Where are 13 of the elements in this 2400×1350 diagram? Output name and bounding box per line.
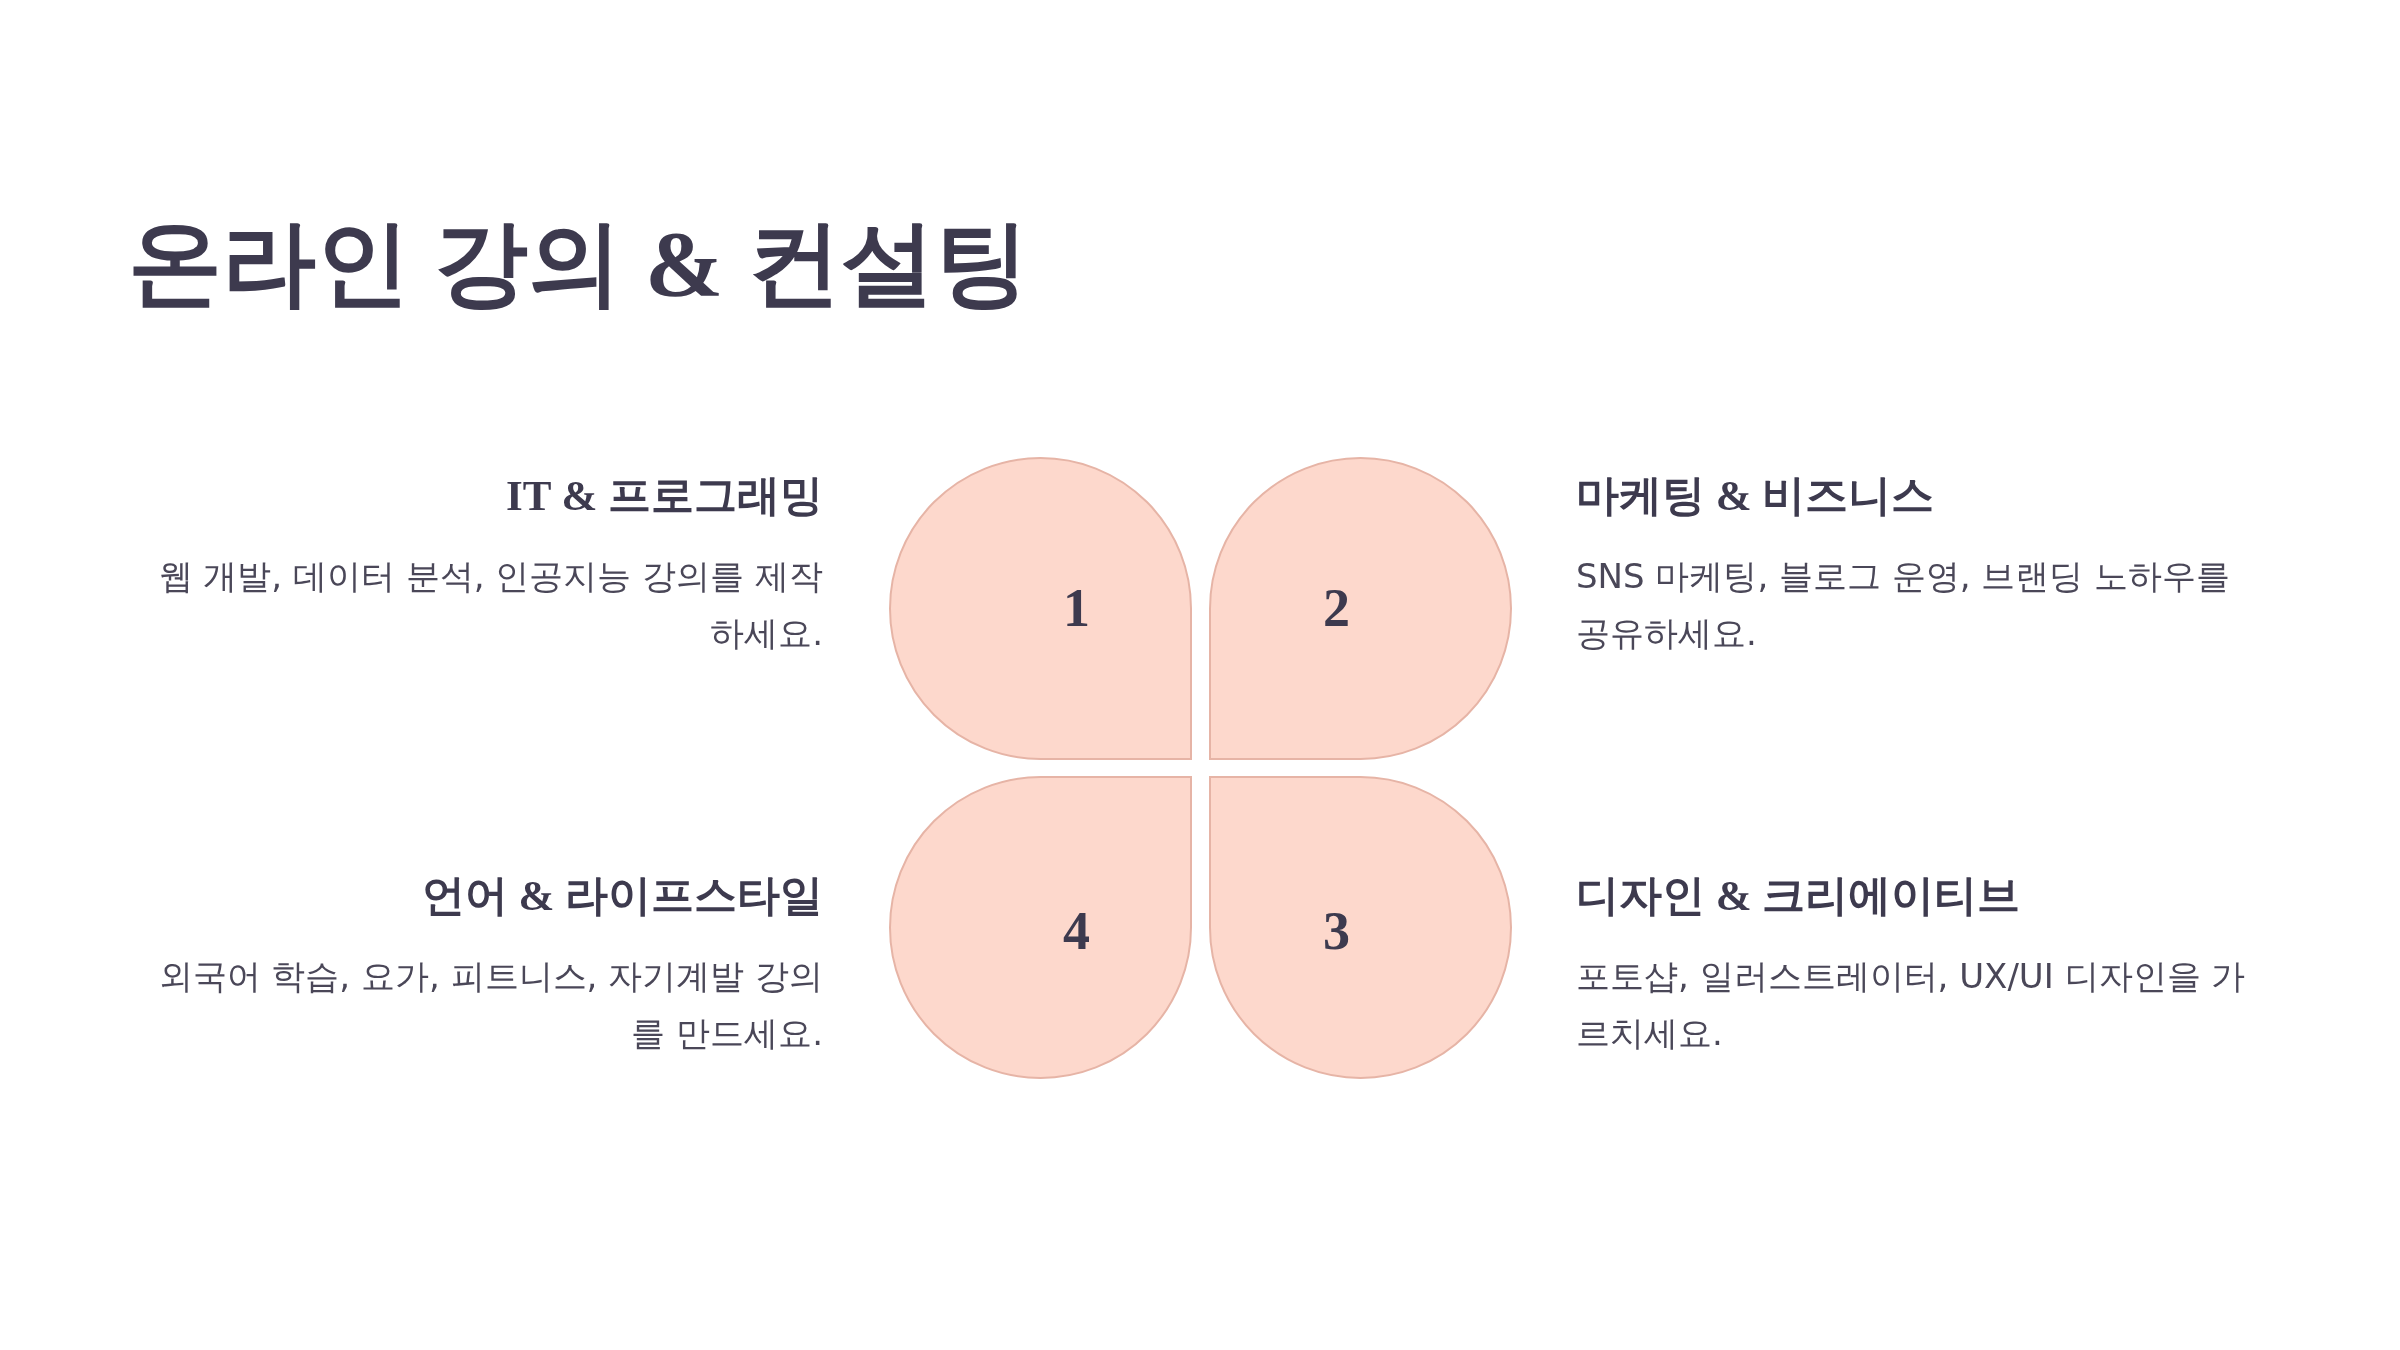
- category-description: SNS 마케팅, 블로그 운영, 브랜딩 노하우를 공유하세요.: [1576, 555, 2232, 655]
- category-heading: 디자인 & 크리에이티브: [1576, 871, 2021, 921]
- number-label: 1: [1063, 581, 1090, 635]
- number-label: 3: [1323, 904, 1350, 958]
- category-heading: 마케팅 & 비즈니스: [1576, 471, 1935, 521]
- category-description: 포토샵, 일러스트레이터, UX/UI 디자인을 가르치세요.: [1576, 955, 2247, 1055]
- category-description: 웹 개발, 데이터 분석, 인공지능 강의를 제작하세요.: [157, 555, 823, 655]
- number-label: 2: [1323, 581, 1350, 635]
- number-label: 4: [1063, 904, 1090, 958]
- title: 온라인 강의 & 컨설팅: [128, 210, 1029, 317]
- category-description: 외국어 학습, 요가, 피트니스, 자기계발 강의를 만드세요.: [157, 955, 823, 1055]
- category-heading: IT & 프로그래밍: [506, 471, 823, 521]
- category-heading: 언어 & 라이프스타일: [421, 871, 823, 921]
